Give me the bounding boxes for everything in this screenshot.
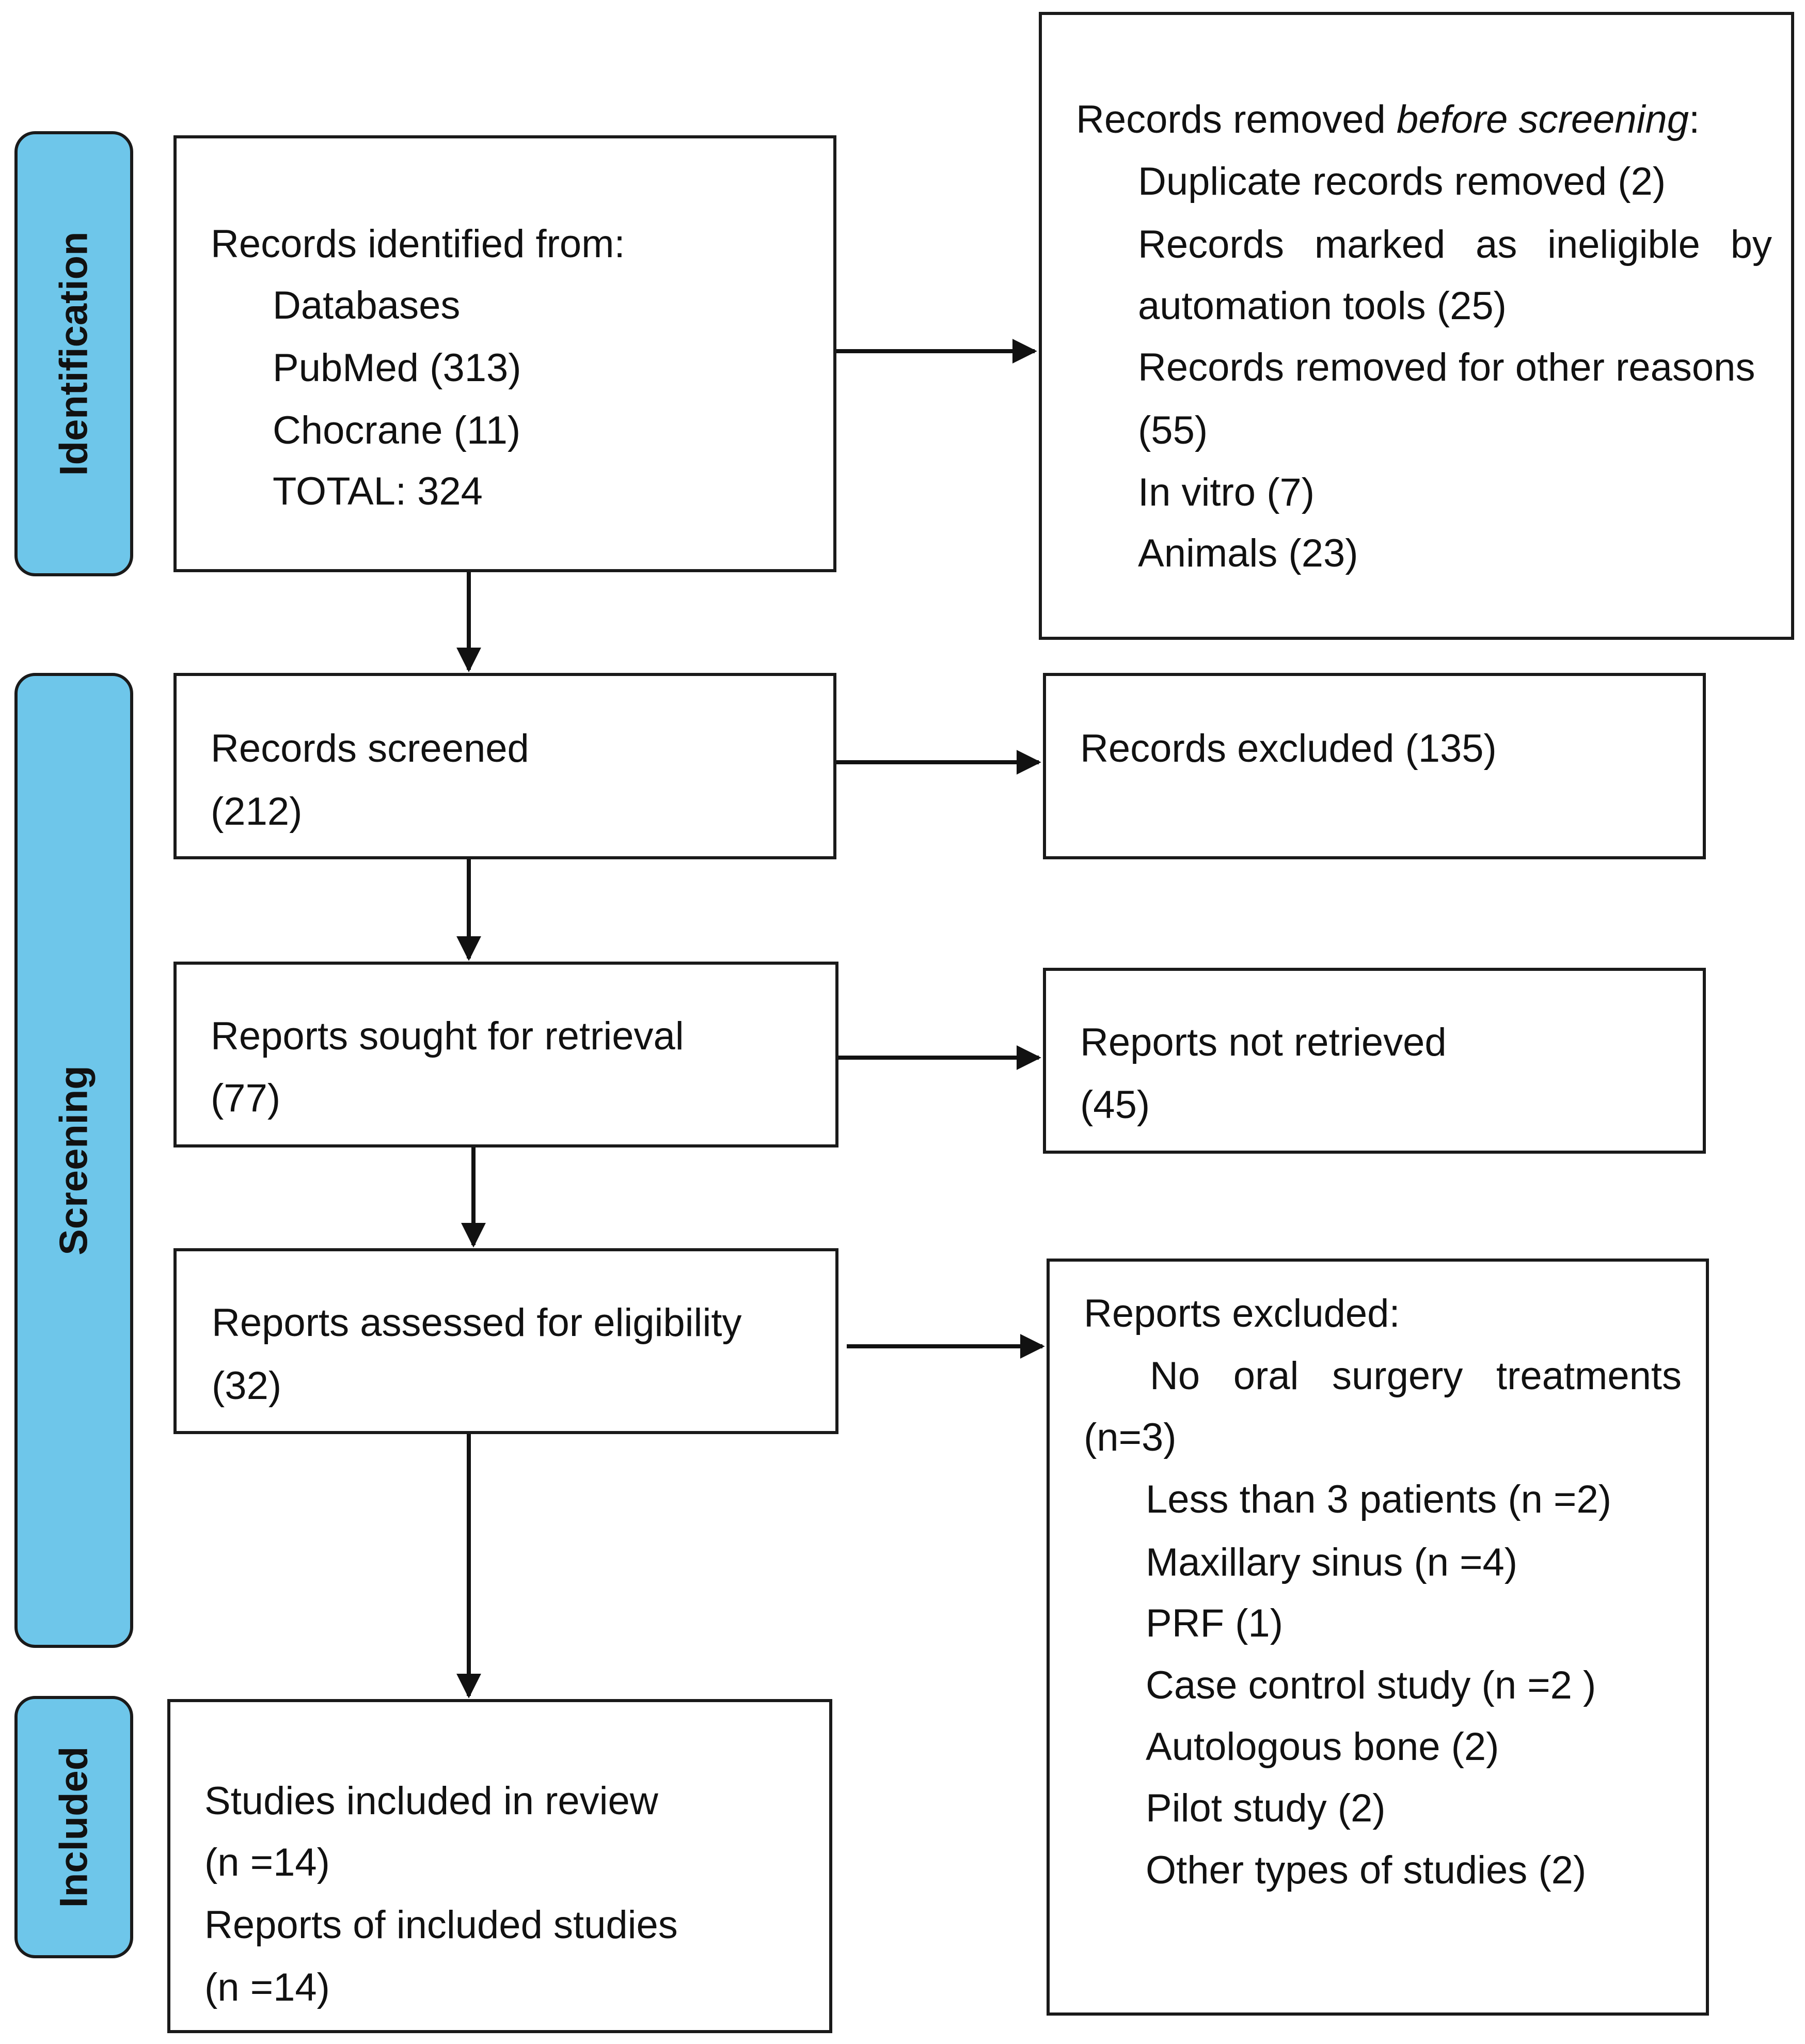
reports-assessed-label: Reports assessed for eligibility bbox=[212, 1301, 742, 1345]
prf-count: PRF (1) bbox=[1146, 1601, 1283, 1645]
records-removed-heading-emphasis: before screening bbox=[1396, 98, 1689, 141]
records-identified-heading: Records identified from: bbox=[211, 222, 625, 266]
records-screened-count: (212) bbox=[211, 790, 303, 834]
reports-not-retrieved-label: Reports not retrieved bbox=[1080, 1020, 1447, 1064]
autologous-bone: Autologous bone (2) bbox=[1146, 1725, 1499, 1769]
phase-included: Included bbox=[14, 1696, 133, 1958]
reports-not-retrieved-count: (45) bbox=[1080, 1083, 1150, 1127]
marked-ineligible-line-1: Records marked as ineligible by bbox=[1138, 223, 1772, 266]
reports-sought-label: Reports sought for retrieval bbox=[211, 1014, 684, 1058]
pilot-study: Pilot study (2) bbox=[1146, 1786, 1386, 1830]
records-removed-heading: Records removed before screening: bbox=[1076, 97, 1700, 143]
in-vitro-count: In vitro (7) bbox=[1138, 470, 1315, 514]
case-control-study: Case control study (n =2 ) bbox=[1146, 1663, 1596, 1707]
reports-not-retrieved-box: Reports not retrieved (45) bbox=[1043, 968, 1706, 1154]
maxillary-sinus: Maxillary sinus (n =4) bbox=[1146, 1540, 1518, 1584]
reports-excluded-box: Reports excluded: No oral surgery treatm… bbox=[1047, 1259, 1709, 2016]
other-reasons-line-1: Records removed for other reasons bbox=[1138, 345, 1755, 389]
phase-screening: Screening bbox=[14, 673, 133, 1648]
other-reasons-line-2: (55) bbox=[1138, 408, 1208, 452]
studies-included-count: (n =14) bbox=[204, 1841, 330, 1884]
total-count: TOTAL: 324 bbox=[273, 469, 483, 513]
no-oral-surgery-line-1: No oral surgery treatments bbox=[1150, 1354, 1682, 1398]
records-excluded-box: Records excluded (135) bbox=[1043, 673, 1706, 859]
reports-assessed-box: Reports assessed for eligibility (32) bbox=[173, 1248, 838, 1434]
reports-excluded-heading: Reports excluded: bbox=[1084, 1292, 1400, 1335]
marked-ineligible-line-2: automation tools (25) bbox=[1138, 284, 1507, 328]
studies-included-box: Studies included in review (n =14) Repor… bbox=[167, 1699, 832, 2033]
records-screened-box: Records screened (212) bbox=[173, 673, 836, 859]
records-excluded-label: Records excluded (135) bbox=[1080, 727, 1497, 771]
databases-label: Databases bbox=[273, 284, 461, 327]
phase-identification: Identification bbox=[14, 131, 133, 576]
reports-assessed-count: (32) bbox=[212, 1364, 282, 1408]
duplicates-removed: Duplicate records removed (2) bbox=[1138, 160, 1666, 203]
reports-included-count: (n =14) bbox=[204, 1966, 330, 2009]
studies-included-label: Studies included in review bbox=[204, 1779, 658, 1823]
other-types-of-studies: Other types of studies (2) bbox=[1146, 1848, 1587, 1892]
reports-sought-box: Reports sought for retrieval (77) bbox=[173, 962, 838, 1147]
records-screened-label: Records screened bbox=[211, 727, 529, 771]
less-than-3-patients: Less than 3 patients (n =2) bbox=[1146, 1477, 1612, 1521]
records-removed-heading-suffix: : bbox=[1689, 98, 1700, 141]
reports-sought-count: (77) bbox=[211, 1076, 281, 1120]
records-identified-box: Records identified from: Databases PubMe… bbox=[173, 135, 836, 572]
records-removed-heading-prefix: Records removed bbox=[1076, 98, 1397, 141]
cochrane-count: Chocrane (11) bbox=[273, 408, 521, 452]
animals-count: Animals (23) bbox=[1138, 531, 1358, 575]
pubmed-count: PubMed (313) bbox=[273, 346, 521, 390]
reports-included-label: Reports of included studies bbox=[204, 1903, 678, 1947]
records-removed-box: Records removed before screening: Duplic… bbox=[1039, 12, 1794, 640]
no-oral-surgery-line-2: (n=3) bbox=[1084, 1416, 1177, 1459]
